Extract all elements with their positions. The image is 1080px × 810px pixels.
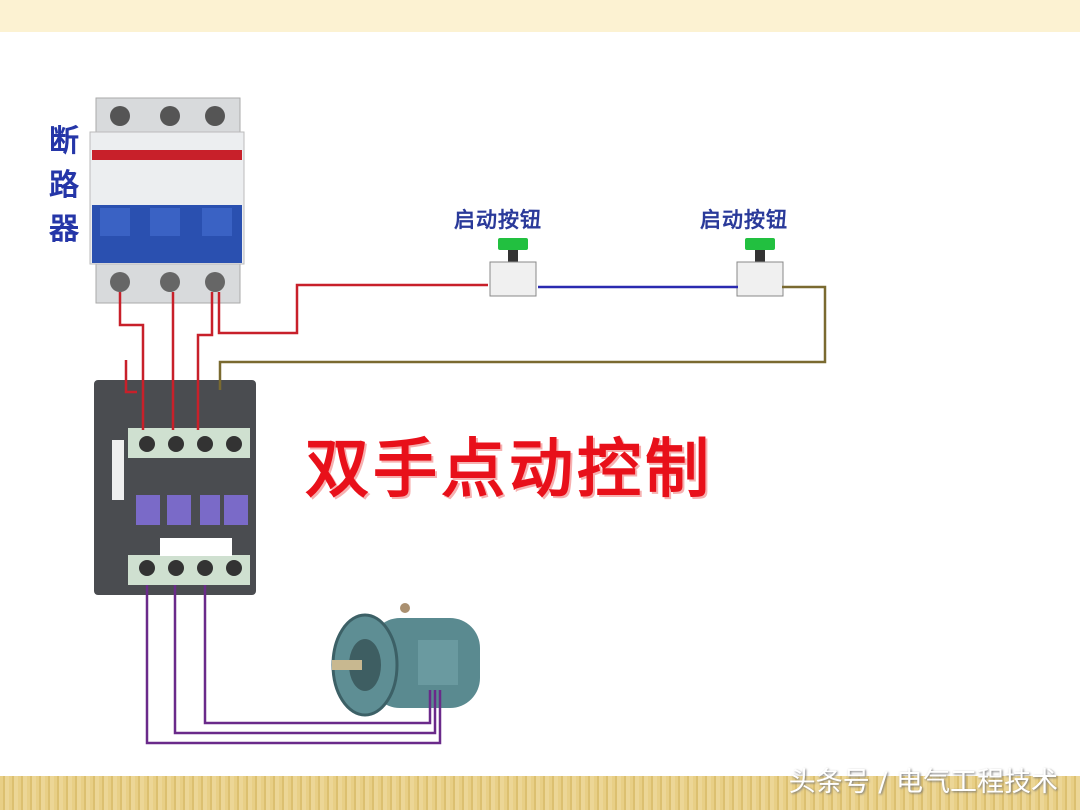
start-button-1	[489, 238, 537, 297]
breaker-label: 断路器	[49, 124, 79, 247]
contactor	[94, 380, 256, 595]
start-button-2	[736, 238, 784, 297]
diagram-title: 双手点动控制	[305, 433, 713, 507]
start-button-label-1: 启动按钮	[454, 208, 542, 232]
circuit-breaker	[89, 97, 245, 304]
watermark: 头条号 / 电气工程技术	[788, 767, 1058, 798]
start-button-label-2: 启动按钮	[700, 208, 788, 232]
bottom-band	[0, 776, 1080, 810]
top-band	[0, 0, 1080, 32]
motor	[331, 603, 480, 717]
wires	[118, 283, 827, 745]
